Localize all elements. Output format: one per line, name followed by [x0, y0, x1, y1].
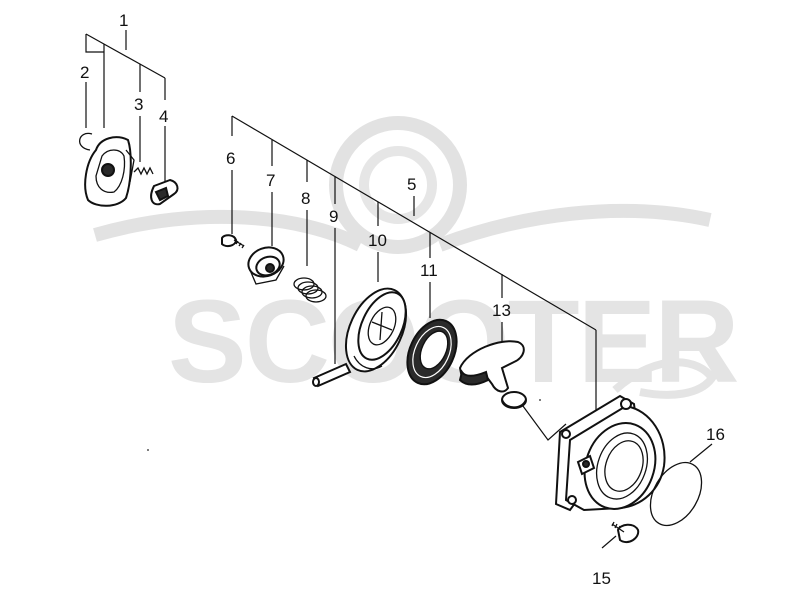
- part-9-shaft: [312, 362, 352, 388]
- callout-8: 8: [301, 189, 310, 208]
- callout-labels: 1 2 3 4 5 6 7 8 9 10 11 13 15 16: [80, 11, 725, 588]
- callout-4: 4: [159, 107, 168, 126]
- callout-9: 9: [329, 207, 338, 226]
- callout-3: 3: [134, 95, 143, 114]
- leader-group-1: [85, 30, 166, 182]
- callout-5: 5: [407, 175, 416, 194]
- callout-15: 15: [592, 569, 611, 588]
- part-4-pawl: [150, 178, 179, 206]
- callout-11: 11: [420, 261, 438, 280]
- stray-dot: [147, 449, 149, 451]
- part-15-bolt: [611, 521, 640, 544]
- part-16-gasket: [649, 461, 703, 527]
- leader-group-15-16: [601, 443, 713, 549]
- stray-dot: [539, 399, 541, 401]
- part-7-ratchet: [247, 246, 285, 285]
- part-5-starter-housing: [554, 394, 666, 512]
- part-3-spring: [133, 166, 154, 176]
- leader-group-5: [231, 115, 597, 441]
- part-10-reel: [344, 287, 408, 373]
- callout-1: 1: [119, 11, 128, 30]
- part-6-screw: [221, 234, 245, 249]
- part-11-recoil-spring: [406, 318, 458, 386]
- callout-7: 7: [266, 171, 275, 190]
- callout-6: 6: [226, 149, 235, 168]
- part-1-pawl-housing: [84, 136, 135, 207]
- callout-13: 13: [492, 301, 511, 320]
- part-13-handle: [458, 340, 527, 409]
- callout-10: 10: [368, 231, 387, 250]
- callout-2: 2: [80, 63, 89, 82]
- part-8-spring: [293, 277, 327, 303]
- part-2-circlip: [79, 132, 93, 151]
- callout-16: 16: [706, 425, 725, 444]
